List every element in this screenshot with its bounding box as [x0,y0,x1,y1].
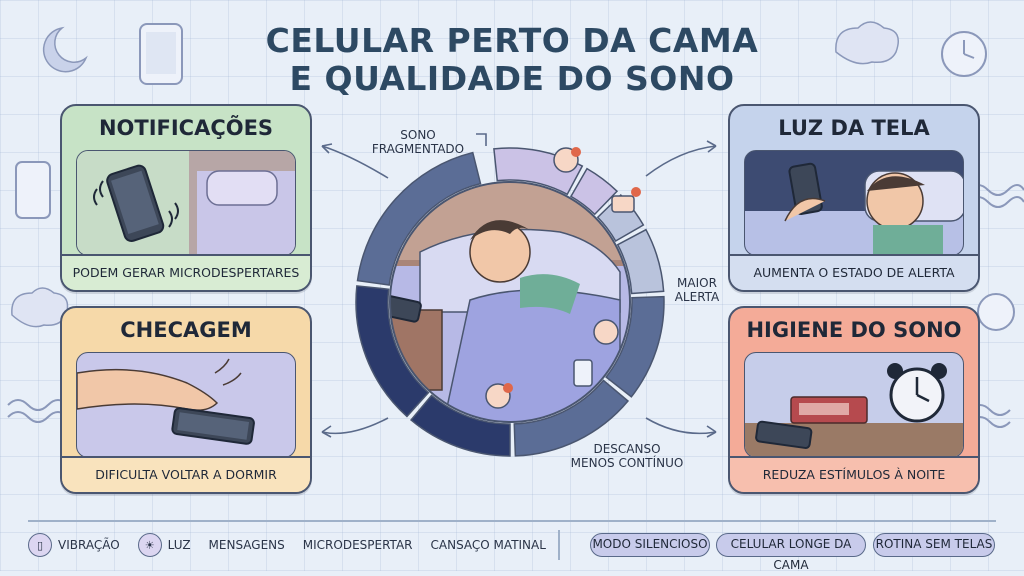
phone-icon [390,293,422,323]
label-maior-alerta-2: ALERTA [674,290,720,304]
bell-icon [593,319,619,345]
card-caption: DIFICULTA VOLTAR A DORMIR [62,456,310,492]
message-icon [611,195,635,213]
card-title: NOTIFICAÇÕES [98,116,274,140]
label-descanso: DESCANSO MENOS CONTÍNUO [564,442,690,470]
lightbulb-icon: ☀ [137,533,162,557]
legend-item: MENSAGENS [209,538,285,552]
legend-label: MICRODESPERTAR [302,538,413,552]
card-caption: AUMENTA O ESTADO DE ALERTA [730,254,978,290]
brain-icon [835,21,899,65]
legend-label: LUZ [167,538,191,552]
nightstand-illustration [745,363,963,457]
arrow-to-checagem [321,417,389,435]
label-descanso-2: MENOS CONTÍNUO [570,456,684,470]
arrow-to-luz [645,145,717,177]
tip-celular-longe: CELULAR LONGE DA CAMA [716,533,866,572]
card-checagem: CHECAGEM DIFICULTA VOLTAR A DORMIR [60,306,312,494]
title-line-1: CELULAR PERTO DA CAMA [265,21,759,60]
notification-badges [485,147,641,409]
arrow-to-notificacoes [321,145,389,179]
label-maior-alerta: MAIOR ALERTA [672,276,722,304]
card-title: LUZ DA TELA [778,116,930,140]
ring-segment [616,228,665,295]
card-title: HIGIENE DO SONO [746,318,962,342]
label-descanso-1: DESCANSO [593,442,661,456]
tip-modo-silencioso: MODO SILENCIOSO [590,533,710,557]
phone-icon [573,359,593,387]
ring-segment [513,379,630,457]
card-higiene-do-sono: HIGIENE DO SONO REDUZA ESTÍMULOS À NOITE [728,306,980,494]
hand-reaching-illustration [77,358,255,445]
person-looking-at-phone-illustration [745,162,963,255]
card-caption: REDUZA ESTÍMULOS À NOITE [730,456,978,492]
title-line-2: E QUALIDADE DO SONO [289,59,735,98]
ring-segment [355,285,430,418]
legend-label: MENSAGENS [208,538,285,552]
connector-arrows [321,133,717,438]
brain-icon [11,287,69,328]
legend-label: VIBRAÇÃO [58,538,120,552]
page-title: CELULAR PERTO DA CAMA E QUALIDADE DO SON… [0,22,1024,98]
card-caption: PODEM GERAR MICRODESPERTARES [62,254,310,290]
legend-item: ▯ VIBRAÇÃO [28,533,120,557]
vibration-lines-icon [93,180,179,228]
arrow-to-higiene [645,417,717,435]
scene-nightstand [744,352,964,458]
footer-separator [558,530,560,560]
wave-icon [7,399,69,411]
ring-segment [605,295,665,398]
footer-divider [28,520,996,522]
legend-item: ☀ LUZ [137,533,191,557]
moon-icon [42,26,88,73]
label-maior-alerta-1: MAIOR [677,276,717,290]
scene-phone-vibrating [76,150,296,256]
ring-segment [356,151,482,286]
phone-icon [755,420,813,449]
phone-icon [15,161,51,219]
label-sono-fragmentado: SONO FRAGMENTADO [371,128,465,156]
legend-item: MICRODESPERTAR [303,538,413,552]
ring-segment [409,394,511,457]
legend-item: CANSAÇO MATINAL [431,538,546,552]
motion-lines-icon [214,358,242,386]
scene-person-screen [744,150,964,256]
tip-rotina-sem-telas: ROTINA SEM TELAS [873,533,995,557]
card-luz-da-tela: LUZ DA TELA AUMENTA O ESTADO DE ALERTA [728,104,980,292]
card-title: CHECAGEM [120,318,252,342]
card-notificacoes: NOTIFICAÇÕES PODEM GERAR MICRODESPERTARE… [60,104,312,292]
vibration-icon: ▯ [28,533,52,557]
legend-label: CANSAÇO MATINAL [430,538,546,552]
alarm-clock-icon [977,293,1015,331]
phone-vibrating-illustration [77,151,295,255]
legend: ▯ VIBRAÇÃO ☀ LUZ MENSAGENS MICRODESPERTA… [28,533,564,557]
ring-segment [569,167,619,216]
